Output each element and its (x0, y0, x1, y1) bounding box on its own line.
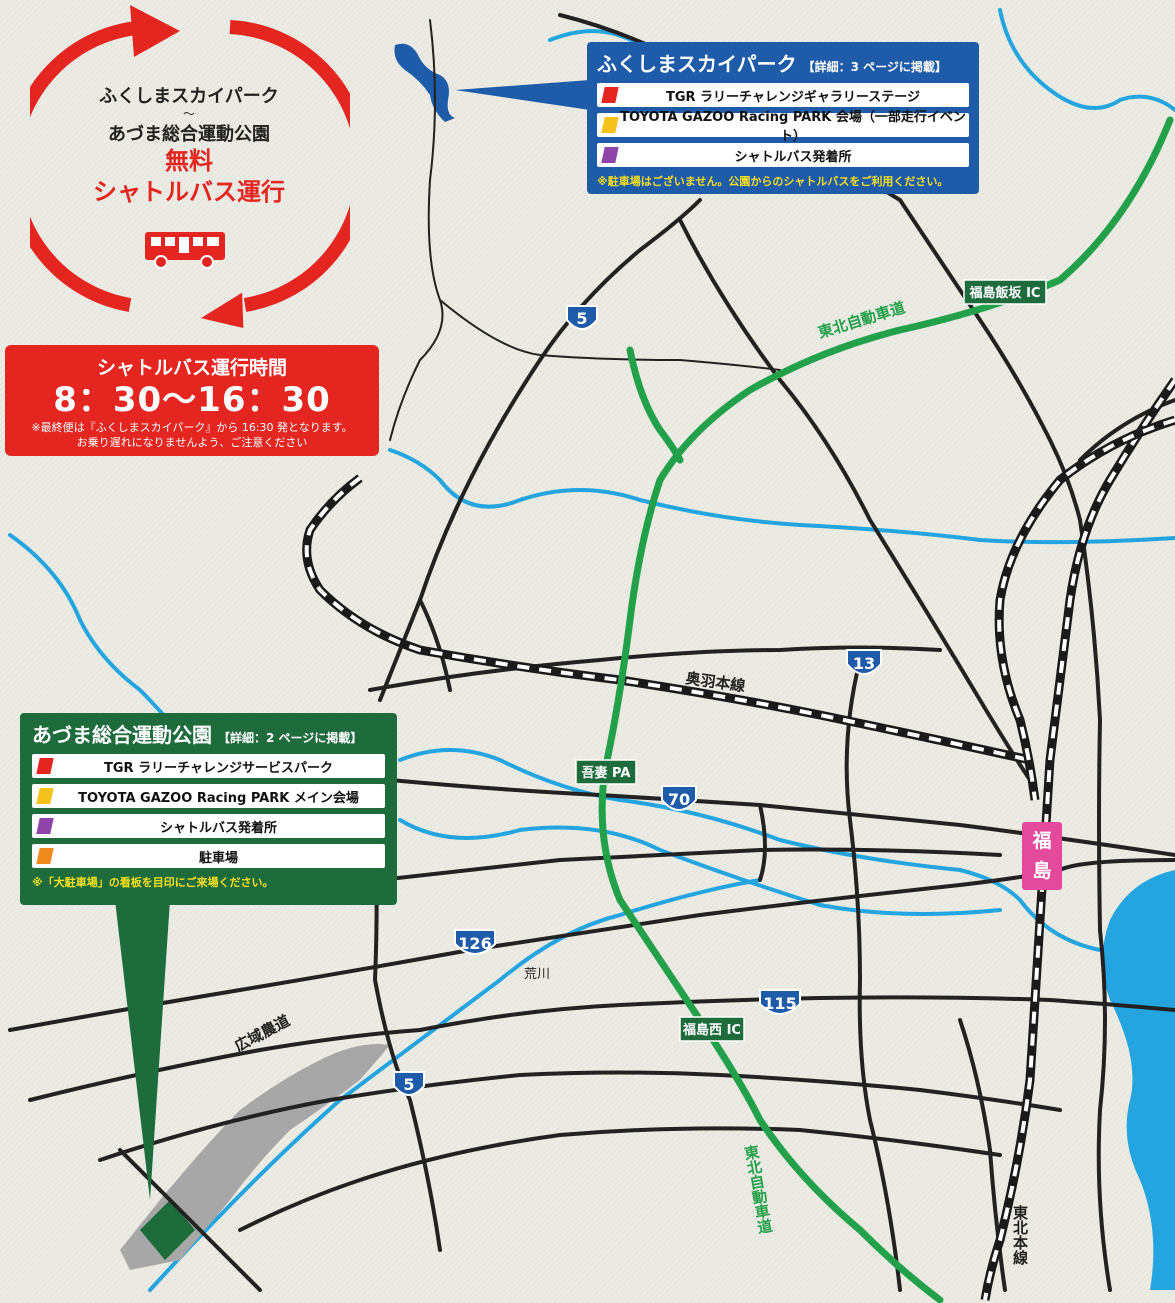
sky-park-item-shuttle: シャトルバス発着所 (597, 143, 969, 167)
shuttle-loop-graphic (30, 5, 350, 328)
label-rail-tohoku: 東北本線 (1011, 1204, 1029, 1266)
label-arakawa: 荒川 (524, 967, 550, 982)
azuma-item-shuttle: シャトルバス発着所 (32, 814, 385, 838)
label-expressway-upper: 東北自動車道 (816, 298, 907, 342)
interchanges: 福島飯坂 IC 吾妻 PA 福島西 IC (575, 279, 1047, 1042)
azuma-park-title: あづま総合運動公園【詳細：2 ページに掲載】 (32, 723, 363, 747)
route-shield-115: 115 (759, 989, 801, 1015)
abukuma-river (1102, 870, 1175, 1290)
azuma-panel-pointer (115, 900, 170, 1200)
svg-text:福島飯坂 IC: 福島飯坂 IC (969, 285, 1041, 301)
azuma-item-parking: 駐車場 (32, 844, 385, 868)
station-char: 島 (1032, 860, 1052, 882)
azuma-park-panel: あづま総合運動公園【詳細：2 ページに掲載】 TGR ラリーチャレンジサービスパ… (20, 713, 397, 905)
river-arakawa (148, 878, 762, 1292)
fukushima-station: 福島 (1022, 822, 1062, 890)
tohoku-expressway (598, 116, 1174, 1303)
shuttle-time-value: 8：30〜16：30 (53, 380, 331, 420)
sky-park-note: ※駐車場はございません。公園からのシャトルバスをご利用ください。 (597, 175, 949, 188)
route-shield-13: 13 (846, 649, 882, 675)
sky-park-item-park: TOYOTA GAZOO Racing PARK 会場（一部走行イベント） (597, 110, 969, 144)
svg-text:5: 5 (403, 1075, 414, 1094)
rail-tohoku-line (983, 378, 1175, 1301)
expressway-spur (626, 346, 684, 464)
loop-tilde: ～ (182, 107, 195, 121)
sky-park-panel: ふくしまスカイパーク【詳細：3 ページに掲載】 TGR ラリーチャレンジギャラリ… (587, 42, 979, 194)
river-suzu (398, 818, 1002, 916)
svg-text:5: 5 (576, 309, 587, 328)
river-middle (388, 448, 1175, 545)
expressway (598, 116, 1174, 1303)
sky-park-detail: 【詳細：3 ページに掲載】 (802, 60, 947, 74)
pa-azuma: 吾妻 PA (575, 759, 637, 785)
park-venue (140, 1200, 195, 1260)
svg-text:東北本線: 東北本線 (1011, 1204, 1029, 1266)
sky-panel-pointer (455, 80, 590, 110)
route-shield-5-south: 5 (393, 1071, 425, 1096)
svg-text:126: 126 (458, 934, 491, 953)
loop-shuttle: シャトルバス運行 (93, 178, 285, 206)
ic-fukushima-nishi: 福島西 IC (679, 1016, 745, 1042)
svg-text:吾妻 PA: 吾妻 PA (582, 765, 631, 781)
azuma-item-service: TGR ラリーチャレンジサービスパーク (32, 754, 385, 778)
azuma-item-main: TOYOTA GAZOO Racing PARK メイン会場 (32, 784, 385, 808)
shuttle-time-note-1: ※最終便は『ふくしまスカイパーク』から 16:30 発となります。 (31, 421, 353, 434)
azuma-park-detail: 【詳細：2 ページに掲載】 (218, 731, 363, 745)
rail-ou-line (304, 476, 1031, 762)
rail-branch-line (997, 418, 1175, 801)
shuttle-time-title: シャトルバス運行時間 (96, 357, 287, 379)
route-shield-126: 126 (454, 929, 496, 955)
reservoir (394, 43, 455, 122)
svg-text:福島西 IC: 福島西 IC (682, 1022, 741, 1038)
sky-park-item-gallery: TGR ラリーチャレンジギャラリーステージ (597, 83, 969, 107)
svg-text:70: 70 (668, 790, 690, 809)
loop-from: ふくしまスカイパーク (99, 86, 279, 107)
route-shield-70: 70 (661, 785, 697, 811)
label-expressway-lower: 東北自動車道 (741, 1143, 775, 1236)
svg-text:115: 115 (763, 994, 796, 1013)
loop-to: あづま総合運動公園 (108, 124, 270, 145)
bus-icon (145, 232, 225, 269)
azuma-park-note: ※「大駐車場」の看板を目印にご来場ください。 (32, 876, 274, 889)
river-top-right (998, 8, 1175, 112)
svg-text:13: 13 (853, 654, 875, 673)
shuttle-loop-text: ふくしまスカイパーク ～ あづま総合運動公園 無料 シャトルバス運行 (60, 82, 318, 208)
shuttle-time-note-2: お乗り遅れになりませんよう、ご注意ください (76, 436, 308, 449)
ic-fukushima-iizaka: 福島飯坂 IC (963, 279, 1047, 305)
sky-park-title: ふくしまスカイパーク【詳細：3 ページに掲載】 (597, 52, 947, 76)
station-char: 福 (1032, 830, 1052, 852)
route-shields: 5 13 70 126 115 5 (393, 305, 882, 1096)
loop-free: 無料 (165, 147, 213, 175)
shuttle-time-panel: シャトルバス運行時間 8：30〜16：30 ※最終便は『ふくしまスカイパーク』か… (5, 345, 379, 456)
route-shield-5-north: 5 (566, 305, 598, 330)
svg-text:東北自動車道: 東北自動車道 (741, 1143, 775, 1236)
